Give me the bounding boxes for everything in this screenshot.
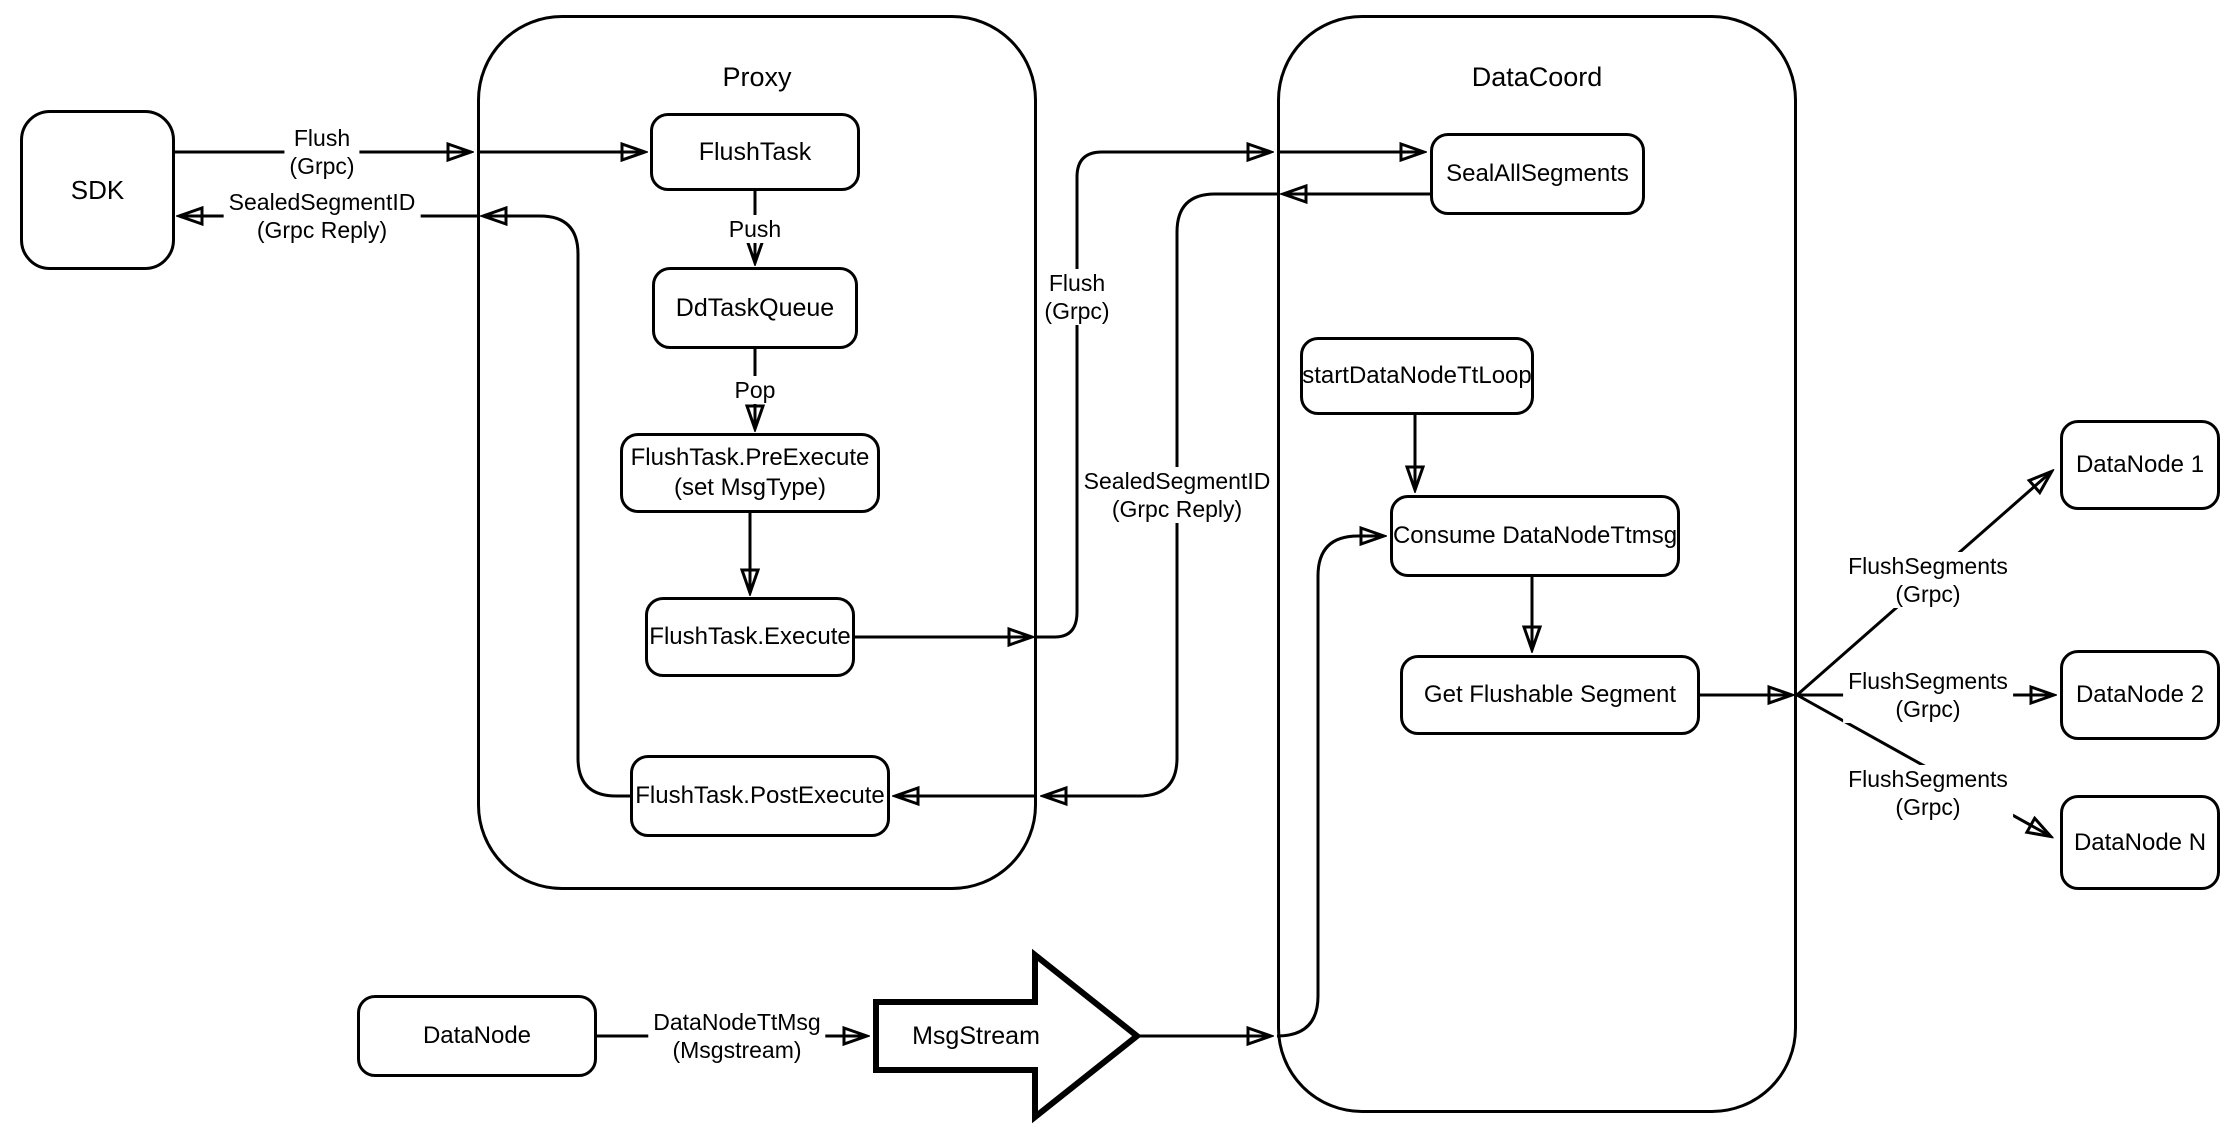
edge-label-datanodettmsg: DataNodeTtMsg (Msgstream)	[648, 1008, 826, 1064]
datanode1-node-label: DataNode 1	[2075, 451, 2205, 478]
edge-label-flush-sdk-line2: (Grpc)	[289, 153, 355, 179]
edge-label-sealed-sdk: SealedSegmentID (Grpc Reply)	[223, 188, 421, 244]
msgstream-arrow-shape	[873, 948, 1142, 1124]
ddtaskqueue-node-label: DdTaskQueue	[675, 294, 835, 322]
edge-label-flushsegments-3-line1: FlushSegments	[1848, 766, 2008, 792]
startdatanodettloop-node: startDataNodeTtLoop	[1300, 337, 1534, 415]
edge-label-flush-mid-line2: (Grpc)	[1044, 298, 1110, 324]
datanode1-node: DataNode 1	[2060, 420, 2220, 510]
edge-up-to-consume	[1276, 536, 1383, 1038]
edge-label-flushsegments-2-line2: (Grpc)	[1895, 696, 1961, 722]
datanode-source-node-label: DataNode	[422, 1022, 532, 1049]
sdk-node-label: SDK	[70, 175, 125, 205]
datanoden-node: DataNode N	[2060, 795, 2220, 890]
edge-label-flushsegments-1-line2: (Grpc)	[1895, 581, 1961, 607]
preexecute-node-sublabel: (set MsgType)	[673, 474, 827, 501]
edge-label-pop: Pop	[729, 376, 781, 404]
startdatanodettloop-node-label: startDataNodeTtLoop	[1302, 362, 1532, 389]
execute-node: FlushTask.Execute	[645, 597, 855, 677]
edge-label-flush-sdk-line1: Flush	[293, 125, 351, 151]
edge-label-datanodettmsg-line1: DataNodeTtMsg	[653, 1009, 821, 1035]
ddtaskqueue-node: DdTaskQueue	[652, 267, 858, 349]
flushtask-node-label: FlushTask	[698, 138, 812, 166]
edge-label-sealed-mid-line2: (Grpc Reply)	[1111, 496, 1243, 522]
edge-label-sealed-sdk-line1: SealedSegmentID	[228, 189, 416, 215]
edge-label-push-line1: Push	[728, 216, 782, 242]
datanode2-node: DataNode 2	[2060, 650, 2220, 740]
edge-label-sealed-mid: SealedSegmentID (Grpc Reply)	[1078, 467, 1276, 523]
sdk-node: SDK	[20, 110, 175, 270]
proxy-container-title: Proxy	[722, 62, 792, 92]
edge-label-datanodettmsg-line2: (Msgstream)	[672, 1037, 802, 1063]
preexecute-node-label: FlushTask.PreExecute	[630, 444, 870, 471]
consume-datanodettmsg-node: Consume DataNodeTtmsg	[1390, 495, 1680, 577]
edge-label-flush-sdk: Flush (Grpc)	[284, 124, 360, 180]
datanode2-node-label: DataNode 2	[2075, 681, 2205, 708]
postexecute-node-label: FlushTask.PostExecute	[635, 782, 885, 809]
execute-node-label: FlushTask.Execute	[649, 623, 851, 650]
proxy-container	[477, 15, 1037, 890]
edge-flush-up-to-datacoord	[1037, 152, 1270, 639]
flushtask-node: FlushTask	[650, 113, 860, 191]
postexecute-node: FlushTask.PostExecute	[630, 755, 890, 837]
edge-label-flushsegments-1: FlushSegments (Grpc)	[1843, 552, 2013, 608]
edge-label-sealed-mid-line1: SealedSegmentID	[1083, 468, 1271, 494]
datanoden-node-label: DataNode N	[2073, 828, 2207, 856]
getflushablesegment-node: Get Flushable Segment	[1400, 655, 1700, 735]
consume-datanodettmsg-node-label: Consume DataNodeTtmsg	[1392, 522, 1678, 549]
sealallsegments-node: SealAllSegments	[1430, 133, 1645, 215]
datanode-source-node: DataNode	[357, 995, 597, 1077]
edge-label-flushsegments-3: FlushSegments (Grpc)	[1843, 765, 2013, 821]
edge-label-flushsegments-3-line2: (Grpc)	[1895, 794, 1961, 820]
datacoord-container	[1277, 15, 1797, 1113]
edge-label-push: Push	[723, 215, 787, 243]
msgstream-shape-label: MsgStream	[912, 1022, 1040, 1050]
edge-label-flush-mid-line1: Flush	[1048, 270, 1106, 296]
getflushablesegment-node-label: Get Flushable Segment	[1423, 681, 1677, 708]
datacoord-container-title: DataCoord	[1471, 62, 1603, 92]
edge-postexecute-reply-to-border	[484, 216, 630, 798]
edge-label-flush-mid: Flush (Grpc)	[1039, 269, 1115, 325]
edge-label-flushsegments-2-line1: FlushSegments	[1848, 668, 2008, 694]
preexecute-node: FlushTask.PreExecute (set MsgType)	[620, 433, 880, 513]
edge-label-sealed-sdk-line2: (Grpc Reply)	[256, 217, 388, 243]
edge-label-pop-line1: Pop	[734, 377, 776, 403]
edge-label-flushsegments-1-line1: FlushSegments	[1848, 553, 2008, 579]
edge-label-flushsegments-2: FlushSegments (Grpc)	[1843, 667, 2013, 723]
sealallsegments-node-label: SealAllSegments	[1446, 160, 1629, 187]
